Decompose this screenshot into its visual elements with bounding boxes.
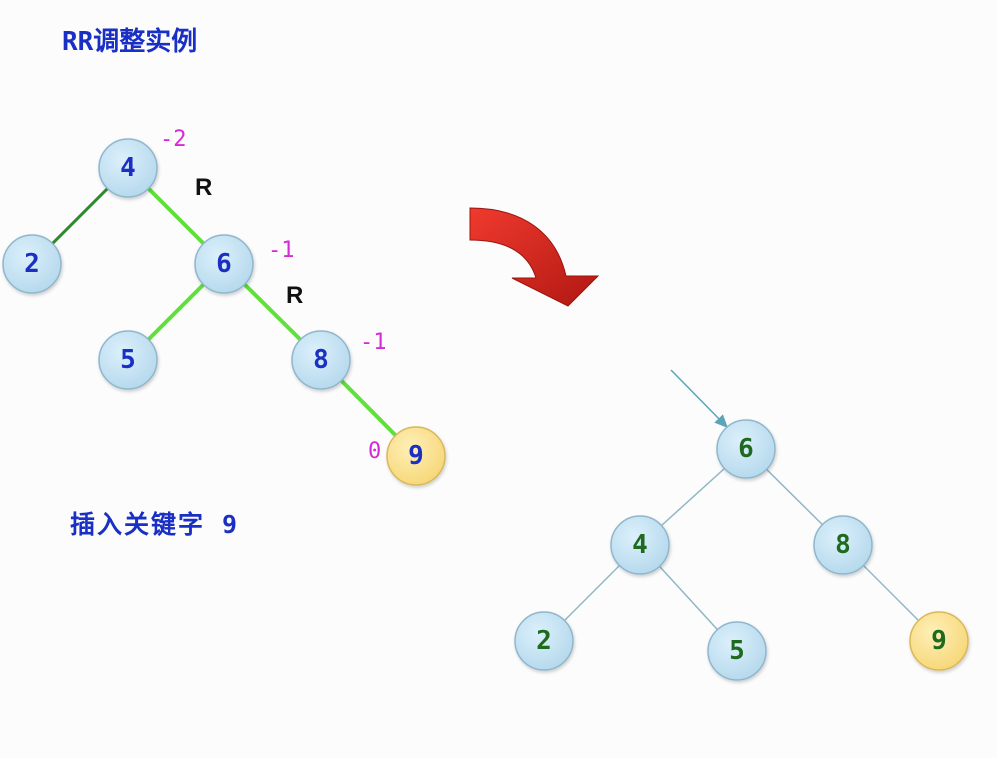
after-node-2-label: 2 <box>536 626 552 656</box>
before-node-5-label: 5 <box>120 345 136 375</box>
after-node-4: 4 <box>610 515 670 575</box>
after-node-6: 6 <box>716 419 776 479</box>
after-node-9-label: 9 <box>931 626 947 656</box>
balance-factor-node-9: 0 <box>368 439 381 464</box>
before-node-9-inserted: 9 <box>386 426 446 486</box>
balance-factor-node-8: -1 <box>360 330 387 355</box>
after-tree: 6 4 8 2 5 9 <box>514 369 969 681</box>
before-node-8-label: 8 <box>313 345 329 375</box>
transform-arrow-icon <box>469 207 600 307</box>
after-node-8: 8 <box>813 515 873 575</box>
after-node-5-label: 5 <box>729 636 745 666</box>
before-node-6-label: 6 <box>216 249 232 279</box>
balance-factor-node-4: -2 <box>160 127 187 152</box>
after-node-6-label: 6 <box>738 434 754 464</box>
insert-caption: 插入关键字 9 <box>70 510 239 539</box>
after-node-5: 5 <box>707 621 767 681</box>
before-node-5: 5 <box>98 330 158 390</box>
root-pointer-arrow <box>670 369 729 429</box>
before-node-9-label: 9 <box>408 441 424 471</box>
after-node-2: 2 <box>514 611 574 671</box>
after-tree-edges <box>543 448 940 652</box>
after-node-4-label: 4 <box>632 530 648 560</box>
before-tree-edges <box>30 166 418 458</box>
rotation-label-6-8: R <box>286 282 303 309</box>
before-node-2-label: 2 <box>24 249 40 279</box>
before-node-6: 6 <box>194 234 254 294</box>
before-node-2: 2 <box>2 234 62 294</box>
before-node-8: 8 <box>291 330 351 390</box>
after-node-8-label: 8 <box>835 530 851 560</box>
before-tree: 4 2 6 5 8 9 -2 -1 -1 0 R R <box>2 127 446 486</box>
before-node-4-label: 4 <box>120 153 136 183</box>
balance-factor-node-6: -1 <box>268 238 295 263</box>
after-node-9-inserted: 9 <box>909 611 969 671</box>
rotation-label-4-6: R <box>195 174 212 201</box>
before-node-4: 4 <box>98 138 158 198</box>
diagram-title: RR调整实例 <box>62 26 197 57</box>
